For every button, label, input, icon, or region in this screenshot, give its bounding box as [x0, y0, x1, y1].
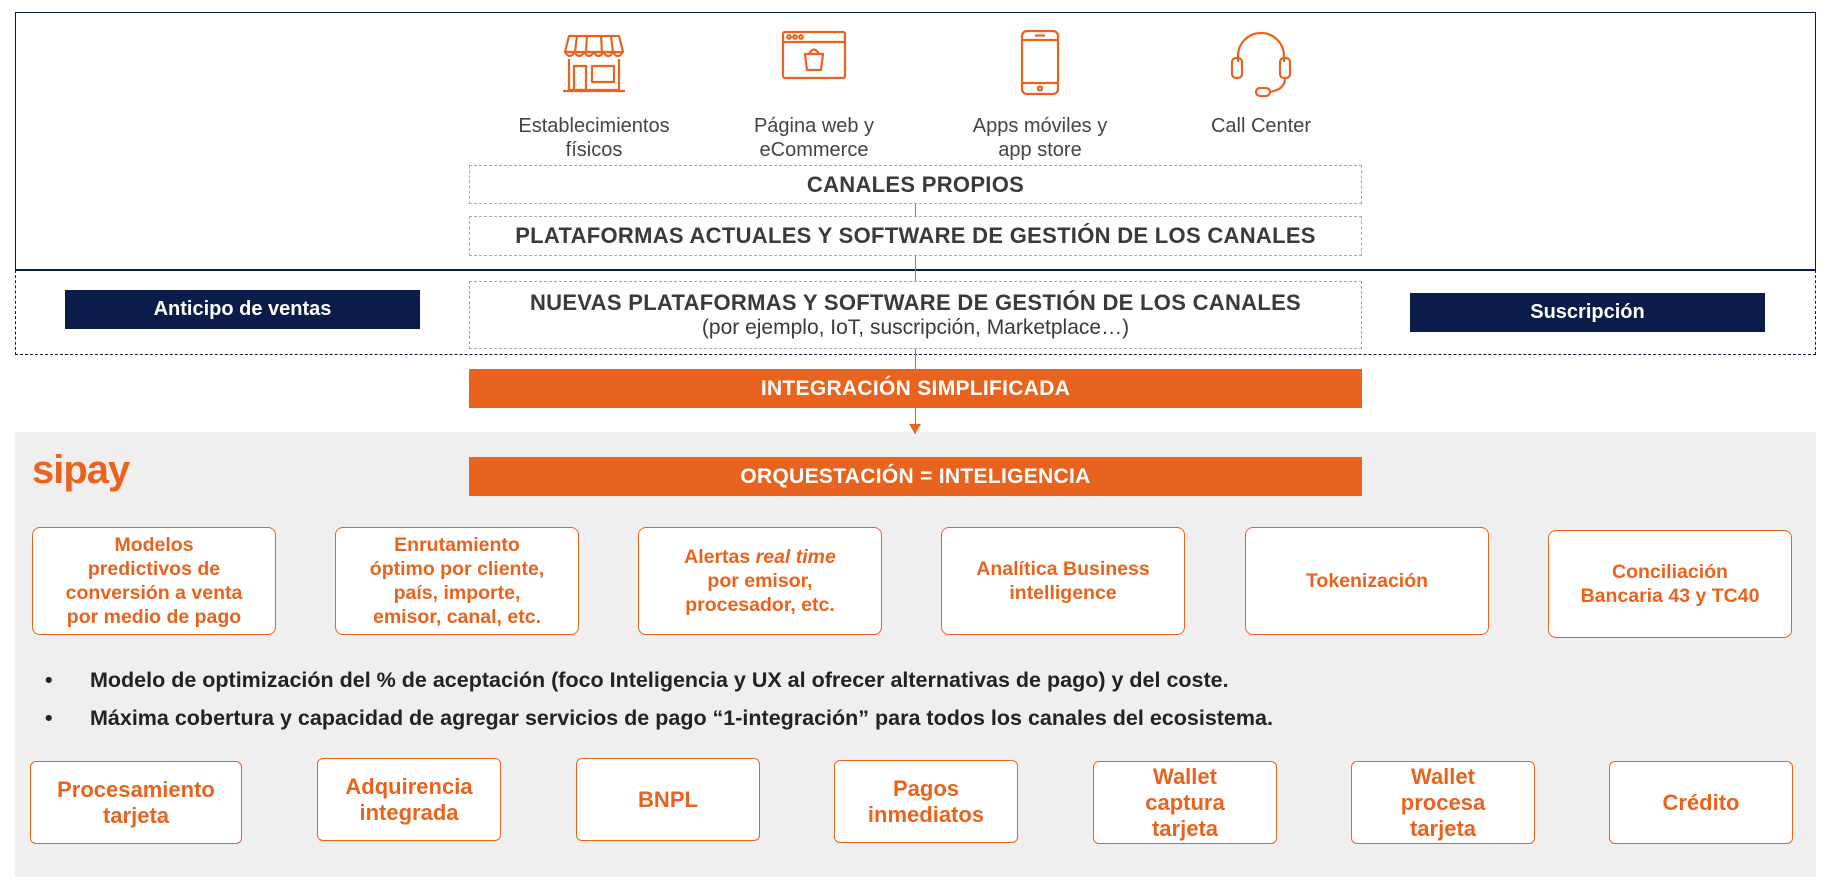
integracion-simplificada-bar: INTEGRACIÓN SIMPLIFICADA	[469, 369, 1362, 408]
capability-routing: Enrutamiento óptimo por cliente, país, i…	[335, 527, 579, 635]
service-card-wallet-capture: Wallet captura tarjeta	[1093, 761, 1277, 844]
bullet-item: • Máxima cobertura y capacidad de agrega…	[45, 706, 1273, 730]
service-card-credit: Crédito	[1609, 761, 1793, 844]
suscripcion-box: Suscripción	[1410, 293, 1765, 332]
arrow-head	[909, 424, 921, 434]
service-card-bnpl: BNPL	[576, 758, 760, 841]
sipay-logo: sipay	[32, 448, 130, 492]
capability-predictive-models: Modelos predictivos de conversión a vent…	[32, 527, 276, 635]
service-card-instant-payments: Pagos inmediatos	[834, 760, 1018, 843]
service-card-processing: Procesamiento tarjeta	[30, 761, 242, 844]
orquestacion-bar: ORQUESTACIÓN = INTELIGENCIA	[469, 457, 1362, 496]
channel-label-web: Página web y eCommerce	[753, 115, 875, 161]
anticipo-ventas-box: Anticipo de ventas	[65, 290, 420, 329]
capability-analytics: Analítica Business intelligence	[941, 527, 1185, 635]
capability-tokenization: Tokenización	[1245, 527, 1489, 635]
channel-label-apps: Apps móviles y app store	[972, 115, 1108, 161]
service-card-acquiring: Adquirencia integrada	[317, 758, 501, 841]
plataformas-actuales-box: PLATAFORMAS ACTUALES Y SOFTWARE DE GESTI…	[469, 216, 1362, 256]
connector-line	[915, 349, 916, 369]
capability-alerts: Alertas real time por emisor, procesador…	[638, 527, 882, 635]
canales-propios-box: CANALES PROPIOS	[469, 165, 1362, 204]
connector-line	[915, 256, 916, 281]
web-shop-icon	[779, 24, 849, 94]
store-icon	[559, 28, 629, 98]
nuevas-plataformas-box: NUEVAS PLATAFORMAS Y SOFTWARE DE GESTIÓN…	[469, 281, 1362, 349]
connector-line	[915, 204, 916, 216]
channel-label-store: Establecimientos físicos	[518, 115, 670, 161]
capability-reconciliation: Conciliación Bancaria 43 y TC40	[1548, 530, 1792, 638]
service-card-wallet-process: Wallet procesa tarjeta	[1351, 761, 1535, 844]
bullet-item: • Modelo de optimización del % de acepta…	[45, 668, 1229, 692]
connector-line	[915, 408, 916, 434]
mobile-phone-icon	[1005, 28, 1075, 98]
headset-icon	[1226, 28, 1296, 98]
channel-label-callcenter: Call Center	[1210, 115, 1312, 137]
